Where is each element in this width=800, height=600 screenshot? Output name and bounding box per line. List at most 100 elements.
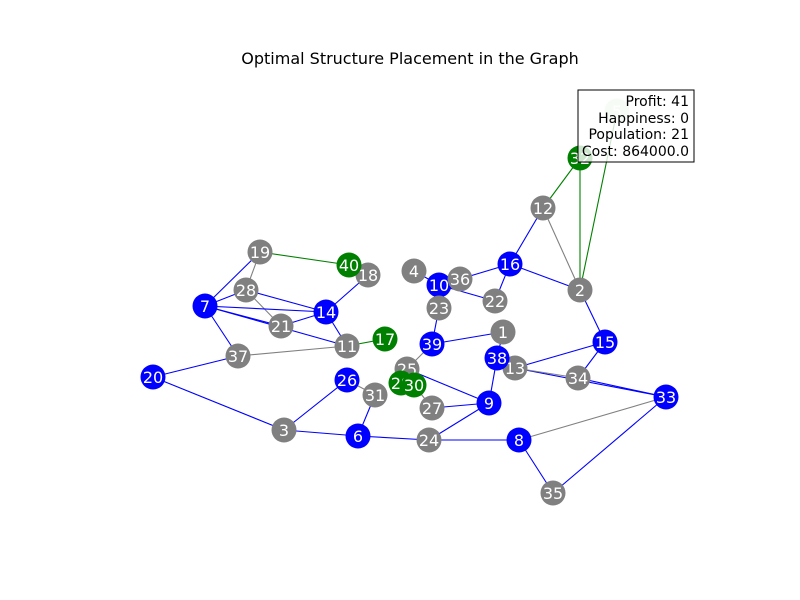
node-label-3: 3	[279, 421, 289, 440]
node-circle-34	[565, 365, 591, 391]
edge-13-33	[514, 367, 667, 398]
node-circle-7	[192, 293, 218, 319]
node-36: 36	[447, 266, 473, 292]
node-label-33: 33	[656, 388, 676, 407]
node-label-27: 27	[422, 399, 442, 418]
node-label-10: 10	[429, 276, 449, 295]
stats-population: Population: 21	[588, 127, 689, 143]
node-circle-18	[355, 262, 381, 288]
stats-box: Profit: 41 Happiness: 0 Population: 21 C…	[577, 89, 695, 163]
node-label-2: 2	[575, 281, 585, 300]
node-circle-35	[540, 480, 566, 506]
node-circle-38	[484, 345, 510, 371]
edge-19-7	[204, 251, 261, 307]
node-19: 19	[247, 239, 273, 265]
node-label-24: 24	[419, 431, 439, 450]
node-label-7: 7	[200, 297, 210, 316]
node-label-8: 8	[514, 431, 524, 450]
node-label-21: 21	[271, 317, 291, 336]
node-label-36: 36	[450, 270, 470, 289]
node-2: 2	[567, 277, 593, 303]
node-circle-30	[401, 372, 427, 398]
node-27: 27	[419, 395, 445, 421]
node-label-30: 30	[404, 376, 424, 395]
stats-cost: Cost: 864000.0	[582, 144, 689, 160]
node-label-26: 26	[337, 371, 357, 390]
node-circle-10	[426, 272, 452, 298]
edge-34-33	[577, 377, 667, 398]
node-label-16: 16	[500, 255, 520, 274]
edge-28-14	[245, 289, 327, 313]
node-label-35: 35	[543, 484, 563, 503]
node-circle-9	[476, 390, 502, 416]
node-circle-21	[268, 313, 294, 339]
node-circle-20	[140, 364, 166, 390]
chart-title: Optimal Structure Placement in the Graph	[241, 49, 578, 68]
node-23: 23	[426, 295, 452, 321]
node-circle-17	[372, 326, 398, 352]
node-label-15: 15	[595, 333, 615, 352]
node-35: 35	[540, 480, 566, 506]
node-label-13: 13	[505, 359, 525, 378]
node-18: 18	[355, 262, 381, 288]
node-7: 7	[192, 293, 218, 319]
node-label-17: 17	[375, 330, 395, 349]
node-34: 34	[565, 365, 591, 391]
node-label-9: 9	[484, 394, 494, 413]
node-3: 3	[271, 417, 297, 443]
node-label-34: 34	[568, 369, 588, 388]
node-label-23: 23	[429, 299, 449, 318]
node-circle-15	[592, 329, 618, 355]
node-circle-24	[416, 427, 442, 453]
node-label-31: 31	[365, 386, 385, 405]
node-31: 31	[362, 382, 388, 408]
node-30: 30	[401, 372, 427, 398]
node-circle-4	[401, 258, 427, 284]
node-circle-27	[419, 395, 445, 421]
node-4: 4	[401, 258, 427, 284]
stats-profit: Profit: 41	[626, 94, 690, 110]
stats-box-frame	[577, 89, 695, 163]
edge-33-8	[518, 396, 667, 441]
node-circle-6	[345, 423, 371, 449]
node-6: 6	[345, 423, 371, 449]
node-circle-33	[653, 384, 679, 410]
edge-13-15	[514, 341, 606, 369]
nodes-layer: 1234567891011121314151617181920212223242…	[140, 98, 679, 506]
node-1: 1	[490, 319, 516, 345]
edge-7-14	[204, 305, 327, 313]
node-40: 40	[336, 252, 362, 278]
node-9: 9	[476, 390, 502, 416]
node-circle-11	[334, 333, 360, 359]
node-21: 21	[268, 313, 294, 339]
edge-3-26	[283, 379, 348, 431]
node-37: 37	[225, 343, 251, 369]
node-label-20: 20	[143, 368, 163, 387]
node-label-6: 6	[353, 427, 363, 446]
node-circle-36	[447, 266, 473, 292]
node-label-39: 39	[422, 335, 442, 354]
node-17: 17	[372, 326, 398, 352]
node-26: 26	[334, 367, 360, 393]
node-8: 8	[506, 427, 532, 453]
node-label-40: 40	[339, 256, 359, 275]
node-label-11: 11	[337, 337, 357, 356]
node-label-18: 18	[358, 266, 378, 285]
node-circle-23	[426, 295, 452, 321]
node-circle-16	[497, 251, 523, 277]
node-label-1: 1	[498, 323, 508, 342]
node-circle-1	[490, 319, 516, 345]
node-circle-2	[567, 277, 593, 303]
node-11: 11	[334, 333, 360, 359]
node-15: 15	[592, 329, 618, 355]
edge-12-2	[542, 207, 581, 291]
edge-20-37	[152, 355, 239, 378]
node-label-37: 37	[228, 347, 248, 366]
node-circle-19	[247, 239, 273, 265]
node-circle-22	[482, 288, 508, 314]
node-circle-12	[530, 195, 556, 221]
edge-33-35	[552, 396, 667, 494]
node-circle-28	[233, 277, 259, 303]
node-circle-40	[336, 252, 362, 278]
